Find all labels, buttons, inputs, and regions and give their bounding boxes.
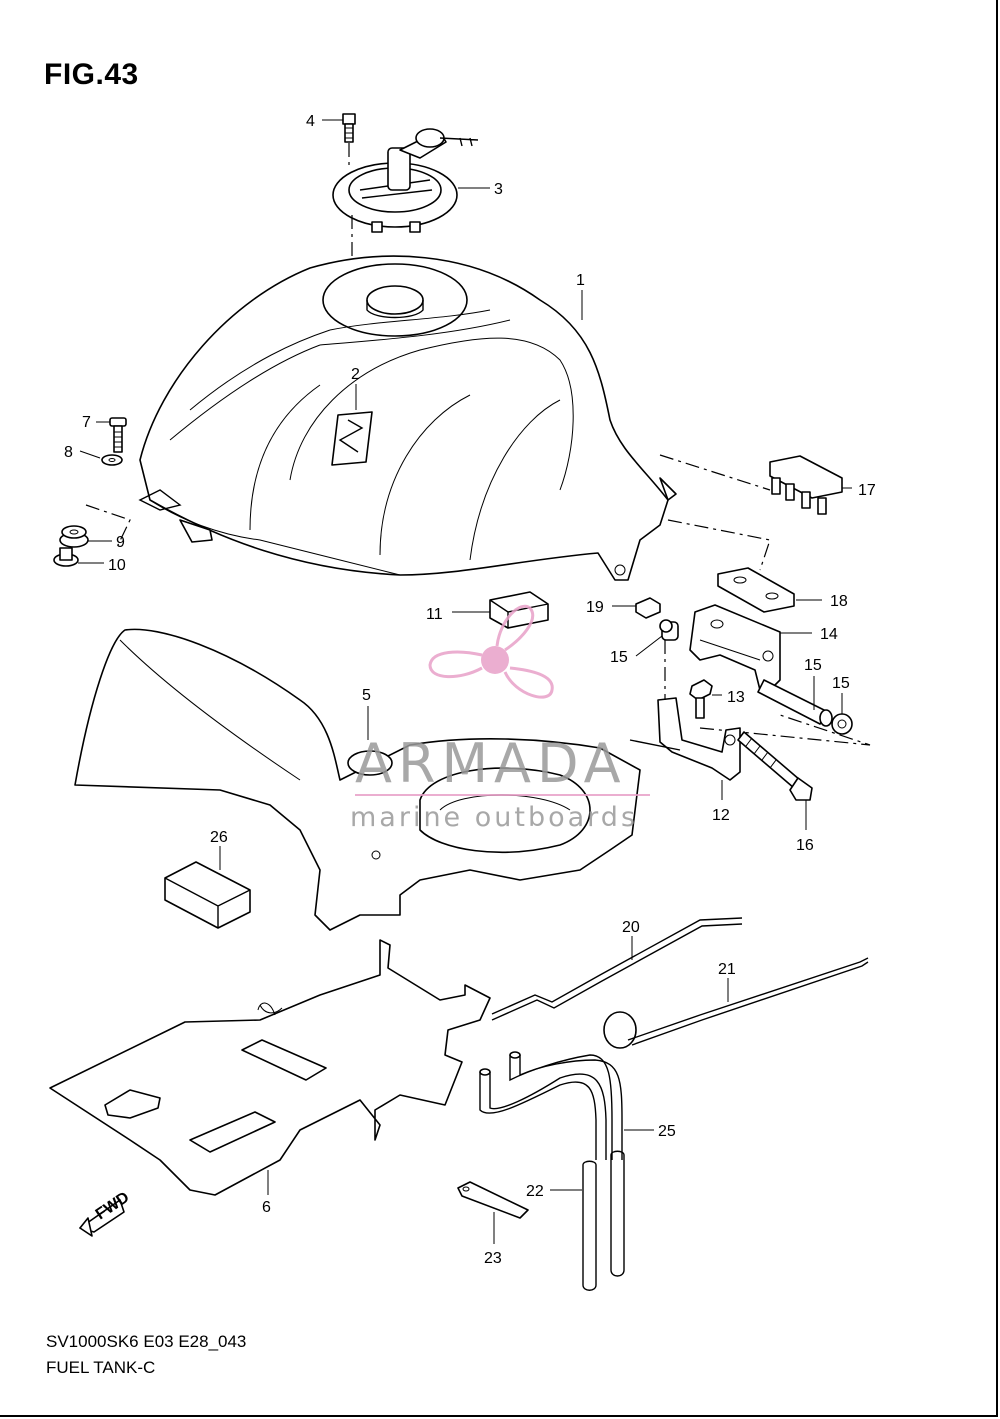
bracket-12	[629, 697, 741, 781]
callout-25: 25	[658, 1123, 676, 1140]
callout-18: 17	[858, 482, 876, 499]
callout-5: 5	[362, 687, 371, 704]
armada-watermark-logo: ARMADA marine outboards	[350, 604, 650, 833]
suzuki-emblem	[331, 411, 373, 466]
callout-2: 2	[351, 366, 360, 383]
callout-8: 8	[64, 444, 73, 461]
shaft-16	[757, 679, 833, 727]
cushion-9	[59, 525, 89, 548]
hose-22	[603, 957, 869, 1049]
model-code: SV1000SK6 E03 E28_043	[46, 1332, 247, 1351]
collar-15b	[831, 713, 853, 735]
collar-15a	[659, 619, 679, 641]
callout-10: 10	[108, 557, 126, 574]
callout-14: 14	[820, 626, 838, 643]
fwd-arrow-icon: FWD	[79, 1189, 132, 1237]
section-name: FUEL TANK-C	[46, 1358, 156, 1377]
callout-26: 26	[210, 829, 228, 846]
cushion-19	[717, 567, 795, 613]
fuel-cap-assembly	[332, 128, 479, 233]
clamp-24	[457, 1181, 529, 1219]
callout-15b: 15	[832, 675, 850, 692]
callout-21: 20	[622, 919, 640, 936]
bolt-7	[109, 417, 127, 453]
hose-25	[479, 1051, 623, 1160]
propeller-icon	[428, 604, 554, 699]
fuel-tank	[138, 255, 677, 581]
callout-13: 13	[727, 689, 745, 706]
callout-7: 7	[82, 414, 91, 431]
collar-10	[53, 547, 79, 567]
callout-11: 11	[426, 606, 443, 623]
bolt-17	[737, 731, 813, 801]
cap-bolt	[342, 113, 356, 143]
figure-title: FIG.43	[44, 58, 139, 91]
hose-21	[491, 917, 743, 1021]
heat-shield-6	[49, 939, 491, 1196]
callout-9: 9	[116, 534, 125, 551]
callout-16: 15	[804, 657, 822, 674]
callout-20: 19	[586, 599, 604, 616]
callout-4: 4	[306, 113, 315, 130]
callout-17: 16	[796, 837, 814, 854]
watermark-tagline: marine outboards	[350, 802, 638, 833]
callout-22: 21	[718, 961, 736, 978]
hose-23	[582, 1150, 625, 1291]
callout-6: 6	[262, 1199, 271, 1216]
callout-23: 22	[526, 1183, 544, 1200]
callout-1: 1	[576, 272, 585, 289]
bolt-13	[689, 679, 713, 719]
callout-3: 3	[494, 181, 503, 198]
leader-lines	[78, 119, 852, 1244]
callout-24: 23	[484, 1250, 502, 1267]
callout-12: 12	[712, 807, 730, 824]
nut-20	[635, 597, 661, 619]
watermark-brand: ARMADA	[355, 732, 627, 795]
callout-15a: 15	[610, 649, 628, 666]
callout-labels: 4 3 1 2 7 8 9 10 11 19 15 17 18 14 15 15…	[64, 113, 876, 1267]
rubber-11	[489, 591, 549, 629]
tank-cover-5	[74, 628, 641, 931]
callout-19: 18	[830, 593, 848, 610]
washer-8	[101, 454, 123, 466]
pad-26	[164, 861, 251, 929]
hinge-bracket-14	[689, 604, 781, 691]
bracket-18	[769, 455, 843, 515]
